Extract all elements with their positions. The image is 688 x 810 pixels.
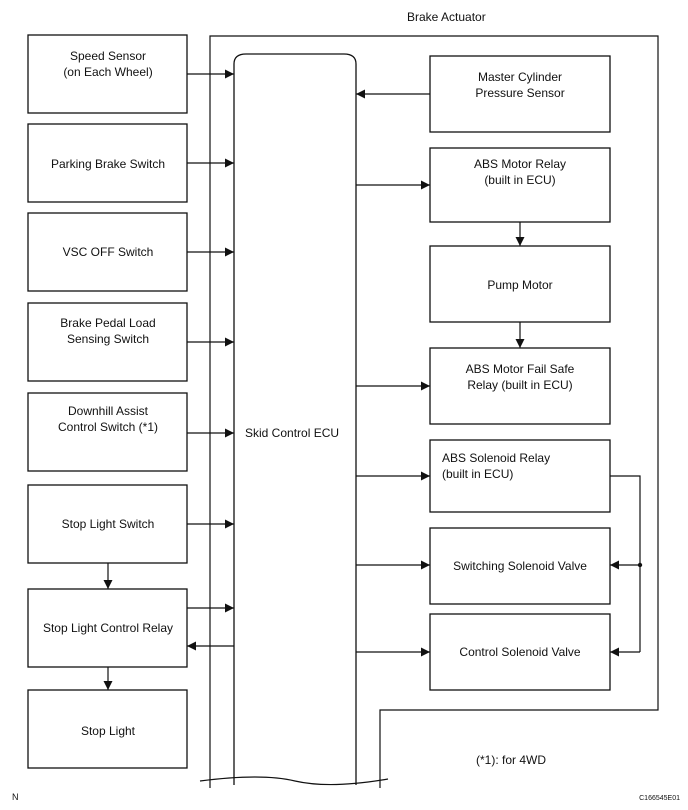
input-label: Parking Brake Switch xyxy=(51,157,165,171)
brake-actuator-outline xyxy=(209,35,659,788)
actuator-label: Control Solenoid Valve xyxy=(459,645,581,659)
input-label: Downhill Assist xyxy=(68,404,149,418)
input-label: Stop Light Control Relay xyxy=(43,621,173,635)
actuator-box-abs-motor-relay: ABS Motor Relay (built in ECU) xyxy=(429,147,611,223)
input-label: Sensing Switch xyxy=(67,332,149,346)
input-box-vsc-off-switch: VSC OFF Switch xyxy=(27,212,188,292)
input-label: (on Each Wheel) xyxy=(63,65,152,79)
actuator-box-master-cylinder-pressure-sensor: Master Cylinder Pressure Sensor xyxy=(429,55,611,133)
input-label: Stop Light xyxy=(81,724,136,738)
input-box-stop-light-switch: Stop Light Switch xyxy=(27,484,188,564)
input-label: Speed Sensor xyxy=(70,49,146,63)
ecu-wavy-bottom xyxy=(199,776,389,786)
actuator-box-switching-solenoid-valve: Switching Solenoid Valve xyxy=(429,527,611,605)
actuator-label: Switching Solenoid Valve xyxy=(453,559,587,573)
junction-dot xyxy=(637,562,643,568)
input-box-speed-sensor: Speed Sensor (on Each Wheel) xyxy=(27,34,188,114)
input-box-downhill-assist-control-switch: Downhill Assist Control Switch (*1) xyxy=(27,392,188,472)
actuator-label: Master Cylinder xyxy=(478,70,562,84)
skid-control-ecu-label: Skid Control ECU xyxy=(245,426,339,440)
figure-code: C166545E01 xyxy=(639,795,680,802)
actuator-label: (built in ECU) xyxy=(442,467,513,481)
actuator-label: Pump Motor xyxy=(487,278,552,292)
actuator-label: Pressure Sensor xyxy=(475,86,564,100)
actuator-box-control-solenoid-valve: Control Solenoid Valve xyxy=(429,613,611,691)
footnote: (*1): for 4WD xyxy=(476,753,546,767)
actuator-label: Relay (built in ECU) xyxy=(467,378,572,392)
input-label: Stop Light Switch xyxy=(62,517,155,531)
input-box-stop-light-control-relay: Stop Light Control Relay xyxy=(27,588,188,668)
input-box-brake-pedal-load-sensing-switch: Brake Pedal Load Sensing Switch xyxy=(27,302,188,382)
solenoid-relay-feed-line xyxy=(610,475,641,652)
skid-control-ecu-box xyxy=(233,53,357,785)
actuator-label: ABS Motor Relay xyxy=(474,157,566,171)
actuator-label: ABS Motor Fail Safe xyxy=(466,362,575,376)
input-box-stop-light: Stop Light xyxy=(27,689,188,769)
actuator-box-abs-motor-fail-safe-relay: ABS Motor Fail Safe Relay (built in ECU) xyxy=(429,347,611,425)
actuator-box-pump-motor: Pump Motor xyxy=(429,245,611,323)
orientation-mark: N xyxy=(12,792,19,802)
input-label: VSC OFF Switch xyxy=(63,245,154,259)
input-box-parking-brake-switch: Parking Brake Switch xyxy=(27,123,188,203)
brake-actuator-label: Brake Actuator xyxy=(407,10,486,24)
actuator-label: (built in ECU) xyxy=(484,173,555,187)
actuator-label: ABS Solenoid Relay xyxy=(442,451,550,465)
input-label: Control Switch (*1) xyxy=(58,420,158,434)
input-label: Brake Pedal Load xyxy=(60,316,155,330)
actuator-box-abs-solenoid-relay: ABS Solenoid Relay (built in ECU) xyxy=(429,439,611,513)
